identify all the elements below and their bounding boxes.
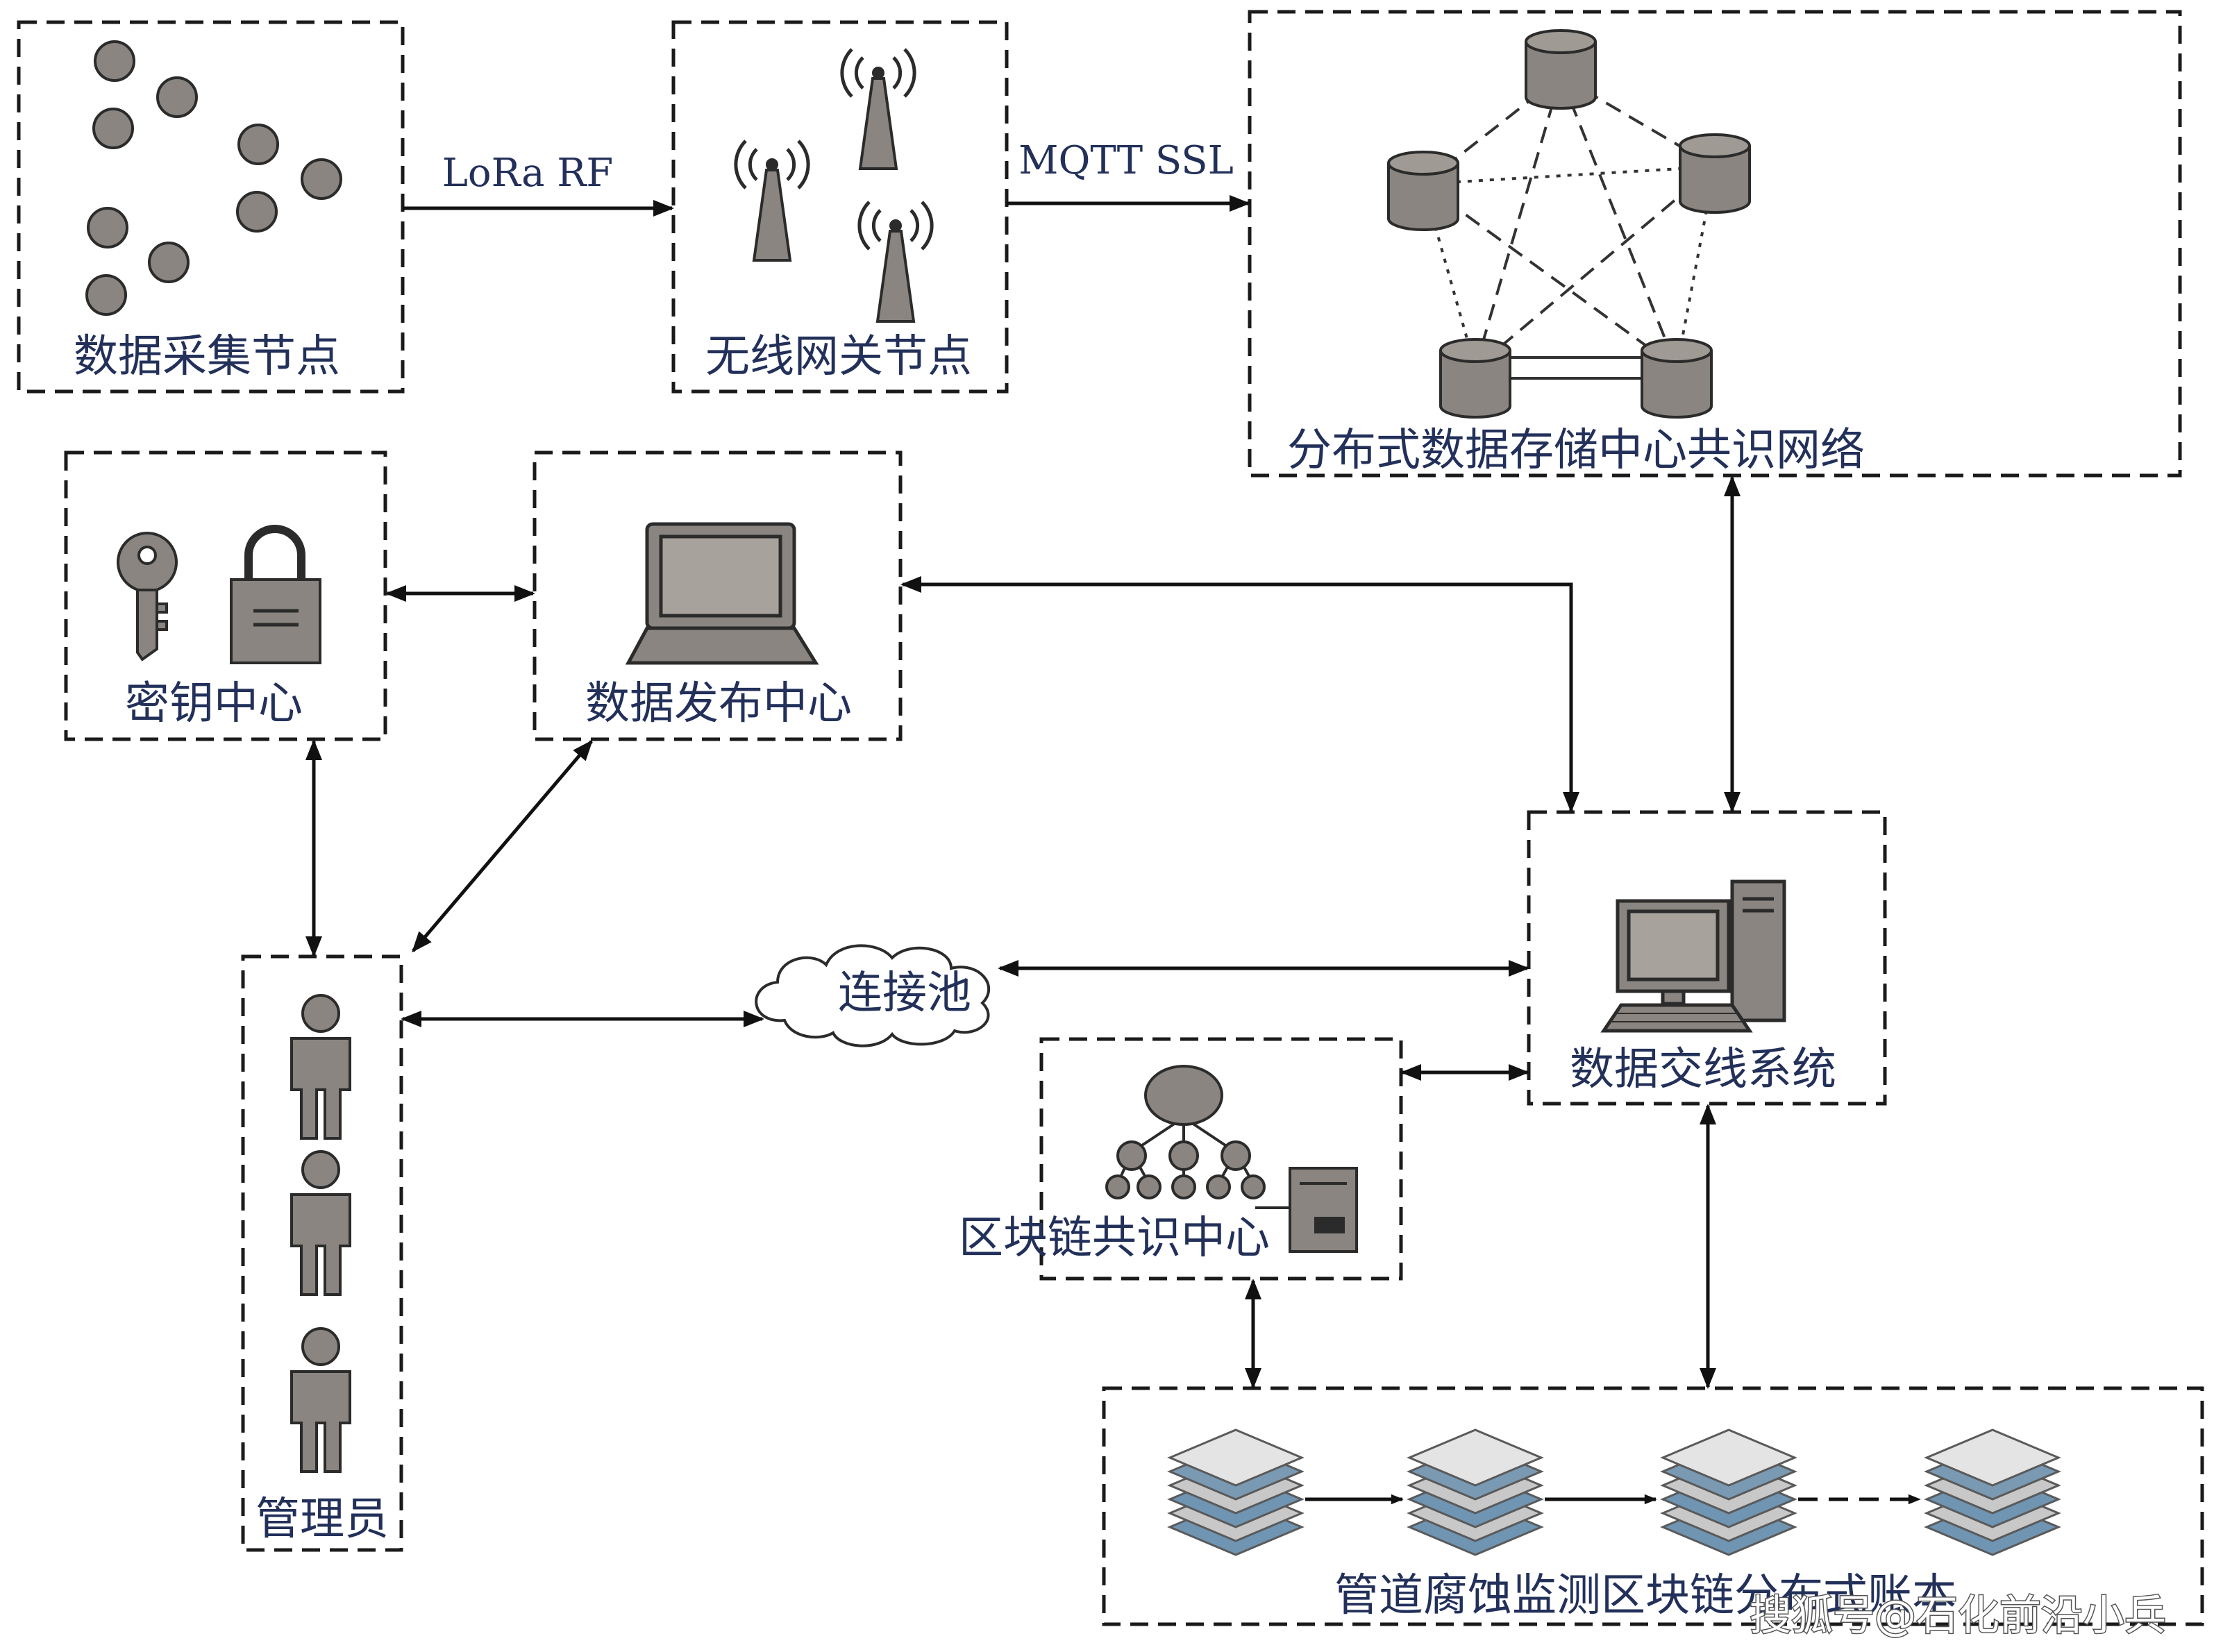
- label-gateway: 无线网关节点: [705, 331, 972, 382]
- label-storage: 分布式数据存储中心共识网络: [1287, 425, 1865, 476]
- box-exchange: [1527, 810, 1887, 1106]
- label-key: 密钥中心: [125, 678, 303, 730]
- label-ledger: 管道腐蚀监测区块链分布式账本: [1334, 1570, 1956, 1621]
- arrow-publish-exchange: [900, 576, 1579, 813]
- server-icon: [1289, 1167, 1358, 1253]
- sensor-nodes-icon: [85, 40, 342, 316]
- person-icon: [290, 994, 351, 1473]
- desktop-computer-icon: [1600, 879, 1786, 1033]
- storage-network-icon: [1387, 29, 1751, 419]
- box-key: [64, 450, 387, 741]
- box-admin: [241, 954, 403, 1552]
- arrow-publish-admin: [412, 739, 593, 953]
- label-exchange: 数据交线系统: [1570, 1044, 1836, 1095]
- key-icon: [117, 532, 178, 661]
- label-mqtt: MQTT SSL: [1018, 138, 1234, 183]
- tower-icon: [736, 49, 932, 321]
- label-lora: LoRa RF: [442, 151, 614, 196]
- box-storage: [1248, 10, 2182, 478]
- ledger-block-icon: [1168, 1428, 2060, 1556]
- watermark: 搜狐号@石化前沿小兵: [1750, 1592, 2166, 1640]
- cloud-icon: [755, 944, 991, 1047]
- label-collect: 数据采集节点: [74, 331, 340, 382]
- box-consensus: [1039, 1037, 1403, 1281]
- label-consensus: 区块链共识中心: [959, 1213, 1270, 1264]
- lock-icon: [230, 525, 321, 664]
- laptop-icon: [625, 522, 819, 665]
- label-pool: 连接池: [838, 968, 971, 1019]
- label-publish: 数据发布中心: [585, 678, 852, 730]
- label-admin: 管理员: [255, 1494, 389, 1545]
- box-gateway: [671, 20, 1009, 394]
- consensus-hierarchy-icon: [1105, 1065, 1291, 1209]
